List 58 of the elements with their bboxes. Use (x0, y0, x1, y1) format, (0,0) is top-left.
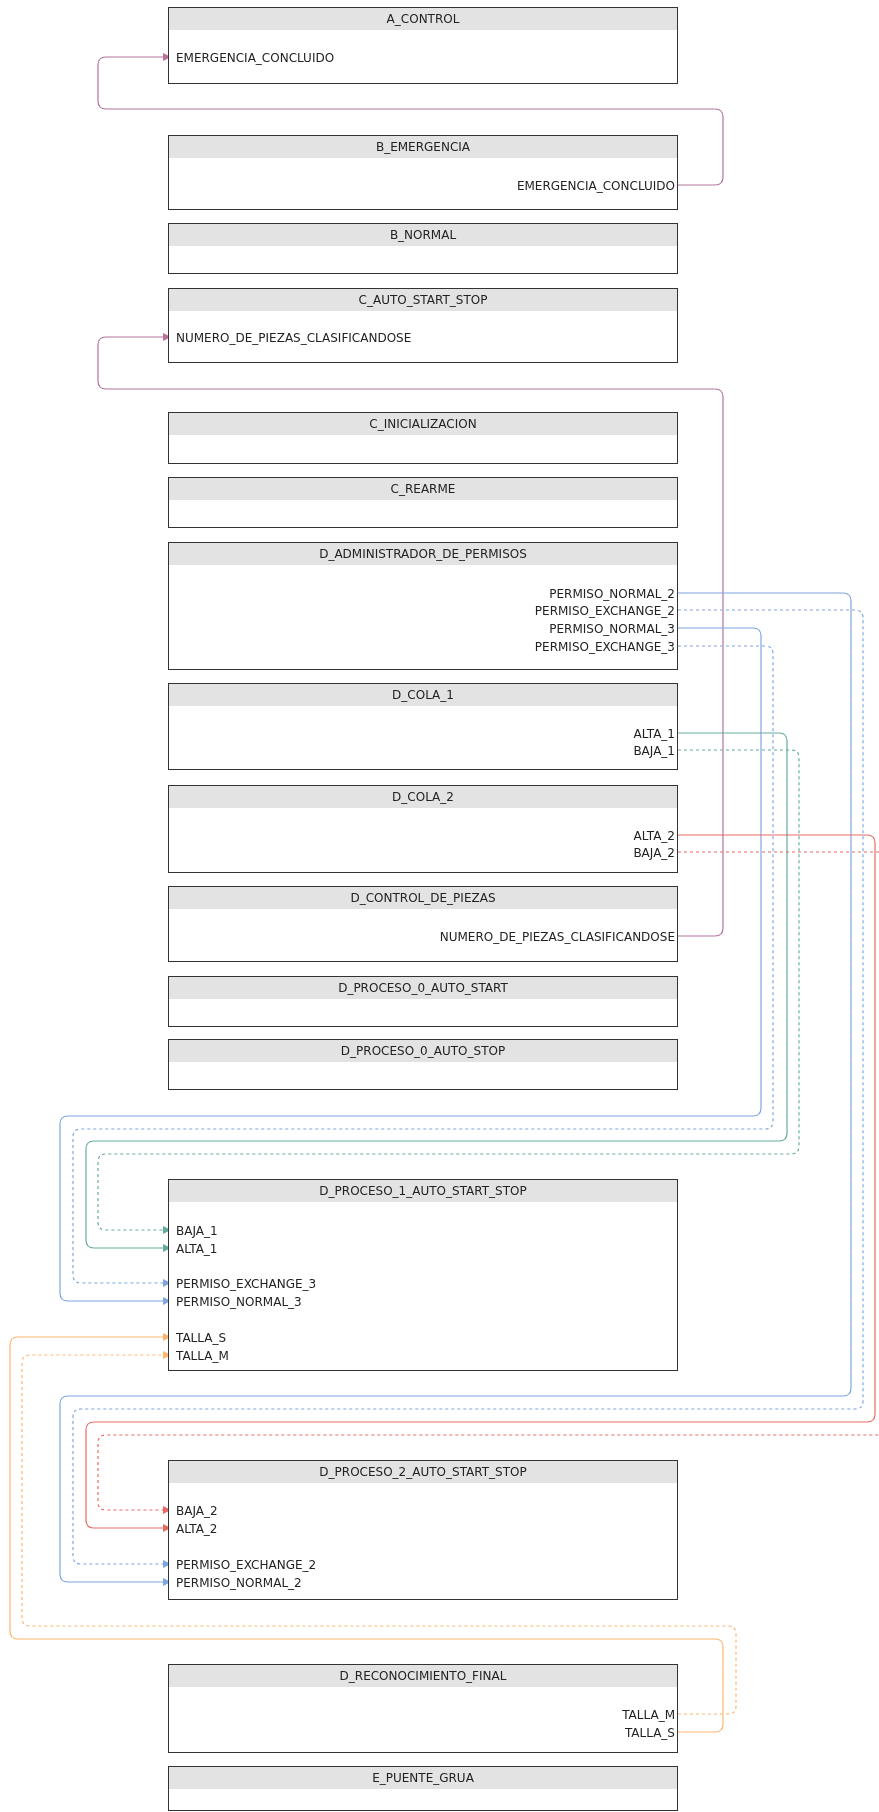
module-box (168, 135, 678, 210)
signal-label: BAJA_1 (172, 1222, 218, 1240)
module-title-bar: C_INICIALIZACION (169, 413, 677, 435)
signal-label: ALTA_2 (172, 1520, 218, 1538)
module-title-bar: A_CONTROL (169, 8, 677, 30)
module-title-bar: D_ADMINISTRADOR_DE_PERMISOS (169, 543, 677, 565)
module-box (168, 412, 678, 464)
module-box (168, 785, 678, 873)
signal-label: BAJA_2 (172, 1502, 218, 1520)
module-box (168, 7, 678, 84)
signal-label: TALLA_S (172, 1329, 227, 1347)
module-title-bar: D_PROCESO_2_AUTO_START_STOP (169, 1461, 677, 1483)
signal-label: TALLA_S (624, 1724, 675, 1742)
arrow (97, 53, 724, 186)
module-title-bar: D_CONTROL_DE_PIEZAS (169, 887, 677, 909)
signal-label: PERMISO_EXCHANGE_3 (172, 1275, 317, 1293)
arrow (97, 333, 724, 937)
module-title-bar: E_PUENTE_GRUA (169, 1767, 677, 1789)
module-title-bar: D_COLA_2 (169, 786, 677, 808)
signal-label: PERMISO_NORMAL_2 (549, 585, 675, 603)
module-box (168, 288, 678, 363)
signal-label: BAJA_1 (633, 742, 675, 760)
signal-label: NUMERO_DE_PIEZAS_CLASIFICANDOSE (172, 329, 412, 347)
module-box (168, 886, 678, 962)
module-box (168, 1664, 678, 1753)
module-box (168, 477, 678, 528)
signal-label: PERMISO_NORMAL_2 (172, 1574, 302, 1592)
module-box (168, 1039, 678, 1090)
signal-label: ALTA_2 (633, 827, 675, 845)
module-box (168, 683, 678, 770)
module-title-bar: C_REARME (169, 478, 677, 500)
signal-label: TALLA_M (172, 1347, 229, 1365)
signal-label: EMERGENCIA_CONCLUIDO (172, 49, 335, 67)
module-box (168, 1766, 678, 1811)
signal-label: PERMISO_EXCHANGE_3 (534, 638, 675, 656)
module-title-bar: C_AUTO_START_STOP (169, 289, 677, 311)
module-box (168, 1179, 678, 1371)
signal-label: PERMISO_EXCHANGE_2 (172, 1556, 317, 1574)
module-title-bar: D_PROCESO_0_AUTO_START (169, 977, 677, 999)
signal-label: NUMERO_DE_PIEZAS_CLASIFICANDOSE (439, 928, 675, 946)
signal-label: PERMISO_EXCHANGE_2 (534, 602, 675, 620)
signal-label: ALTA_1 (633, 725, 675, 743)
module-box (168, 542, 678, 670)
signal-label: PERMISO_NORMAL_3 (549, 620, 675, 638)
module-title-bar: D_PROCESO_1_AUTO_START_STOP (169, 1180, 677, 1202)
module-title-bar: D_RECONOCIMIENTO_FINAL (169, 1665, 677, 1687)
signal-label: BAJA_2 (633, 844, 675, 862)
module-box (168, 223, 678, 274)
module-box (168, 976, 678, 1027)
signal-label: EMERGENCIA_CONCLUIDO (516, 177, 675, 195)
module-title-bar: D_COLA_1 (169, 684, 677, 706)
signal-label: TALLA_M (622, 1706, 675, 1724)
module-box (168, 1460, 678, 1600)
module-title-bar: D_PROCESO_0_AUTO_STOP (169, 1040, 677, 1062)
signal-label: PERMISO_NORMAL_3 (172, 1293, 302, 1311)
signal-label: ALTA_1 (172, 1240, 218, 1258)
module-title-bar: B_NORMAL (169, 224, 677, 246)
module-title-bar: B_EMERGENCIA (169, 136, 677, 158)
